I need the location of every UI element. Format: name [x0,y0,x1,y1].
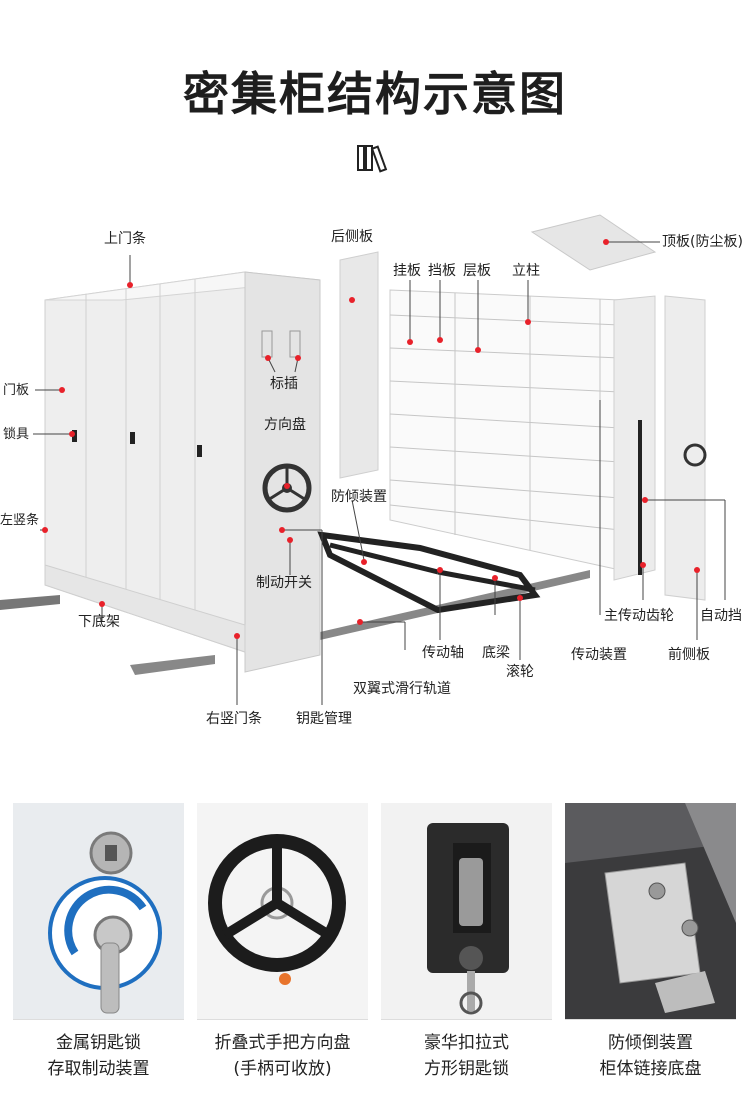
anti-tilt-bracket-icon [565,803,736,1019]
metal-key-lock-icon [13,803,184,1019]
label-left-vertical-strip: 左竖条 [0,513,40,528]
label-steering-wheel: 方向盘 [264,417,306,433]
label-right-vertical-strip: 右竖门条 [206,711,262,727]
label-top-door: 上门条 [104,231,146,247]
label-roller: 滚轮 [506,664,534,680]
top-plate [530,214,657,271]
page-title: 密集柜结构示意图 [183,67,567,121]
cabinet-body [44,271,321,673]
label-transmission-device: 传动装置 [571,647,627,663]
rear-side-panel [339,251,379,479]
feature-caption: 防倾倒装置 柜体链接底盘 [565,1019,736,1089]
square-lock-icon [381,803,552,1019]
label-auto-stop: 自动挡 [700,608,742,624]
label-door-panel: 门板 [3,383,30,398]
steering-wheel-icon [197,803,368,1019]
feature-card-metal-key-lock: 金属钥匙锁 存取制动装置 [13,803,184,1089]
label-lower-base: 下底架 [78,614,120,630]
books-icon [357,145,388,173]
label-label-slot: 标插 [270,376,298,392]
label-main-gear: 主传动齿轮 [604,608,674,624]
label-shelf: 层板 [463,263,491,279]
label-top-plate: 顶板(防尘板) [662,234,743,250]
feature-caption: 豪华扣拉式 方形钥匙锁 [381,1019,552,1089]
label-lock: 锁具 [3,427,30,442]
front-side-panel [664,295,707,601]
label-double-track: 双翼式滑行轨道 [353,681,451,697]
shelving-frame [389,289,656,581]
label-front-side-panel: 前侧板 [668,647,710,663]
feature-card-anti-tilt: 防倾倒装置 柜体链接底盘 [565,803,736,1089]
label-baffle: 挡板 [428,263,456,279]
label-anti-tilt: 防倾装置 [331,489,387,505]
base-frame [317,531,541,614]
label-key-management: 钥匙管理 [296,711,352,727]
label-column: 立柱 [512,263,540,279]
feature-card-square-lock: 豪华扣拉式 方形钥匙锁 [381,803,552,1089]
label-hang-plate: 挂板 [393,263,421,279]
cabinet-structure-diagram [0,214,726,705]
label-transmission-shaft: 传动轴 [422,645,464,661]
feature-caption: 折叠式手把方向盘 (手柄可收放) [197,1019,368,1089]
label-bottom-beam: 底梁 [482,645,510,661]
label-rear-side-panel: 后侧板 [331,229,373,245]
label-brake-switch: 制动开关 [256,575,312,591]
feature-caption: 金属钥匙锁 存取制动装置 [13,1019,184,1089]
feature-card-folding-wheel: 折叠式手把方向盘 (手柄可收放) [197,803,368,1089]
